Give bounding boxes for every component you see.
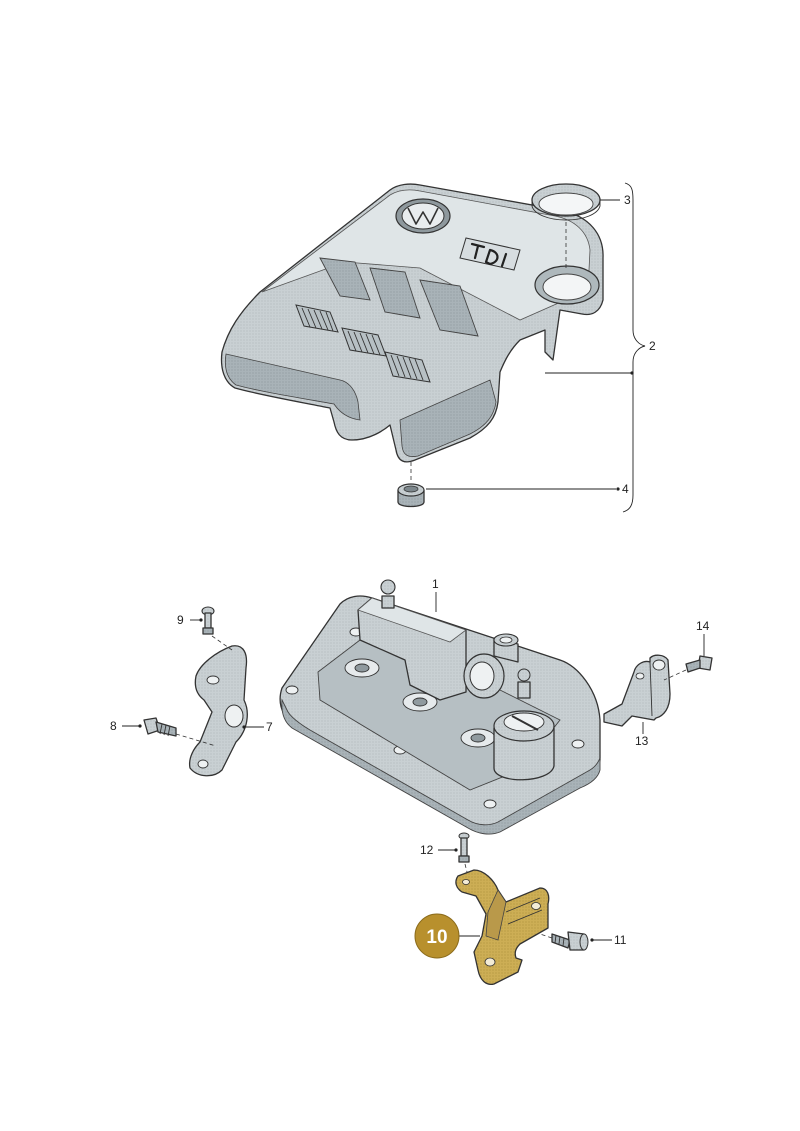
- ball-stud-9-part[interactable]: [201, 606, 215, 635]
- callout-3: 3: [624, 193, 631, 207]
- leader-4-dot: [616, 487, 620, 491]
- callout-1: 1: [432, 577, 439, 591]
- cam-cavities: [344, 658, 496, 748]
- bolt-11-part[interactable]: [551, 931, 589, 951]
- callout-10: 10: [426, 927, 447, 948]
- vent-grille-left: [295, 304, 339, 333]
- callout-4: 4: [622, 482, 629, 496]
- right-bracket-part[interactable]: [603, 654, 671, 727]
- flange-bolt-holes: [285, 627, 585, 809]
- callout-2: 2: [649, 339, 656, 353]
- callout-9: 9: [177, 613, 184, 627]
- callout-12: 12: [420, 843, 434, 857]
- bolt-8-part[interactable]: [143, 717, 177, 737]
- callout-13: 13: [635, 734, 649, 748]
- bolt-14-part[interactable]: [685, 655, 713, 673]
- callout-11: 11: [614, 933, 627, 947]
- callout-7: 7: [266, 720, 273, 734]
- left-bracket-part[interactable]: [188, 645, 248, 777]
- engine-cover[interactable]: [220, 183, 604, 463]
- seal-ring-part[interactable]: [531, 183, 601, 221]
- cylinder-head-cover[interactable]: [279, 579, 601, 835]
- vent-grille-right: [384, 351, 431, 383]
- bracket-10-highlighted-part[interactable]: [455, 869, 550, 986]
- assembly-bracket-2: [622, 182, 646, 513]
- oil-filler-opening: [534, 265, 600, 305]
- oil-separator-housing: [493, 710, 555, 781]
- callout-14: 14: [696, 619, 710, 633]
- vent-valve: [463, 633, 531, 699]
- vw-logo-emblem: [395, 198, 451, 234]
- stud-12-part[interactable]: [458, 832, 470, 863]
- rubber-grommet-part[interactable]: [397, 483, 425, 508]
- bolt-11-guide: [539, 933, 553, 939]
- callout-8: 8: [110, 719, 117, 733]
- tdi-badge: [459, 237, 521, 271]
- callout-10-badge[interactable]: 10: [414, 913, 460, 959]
